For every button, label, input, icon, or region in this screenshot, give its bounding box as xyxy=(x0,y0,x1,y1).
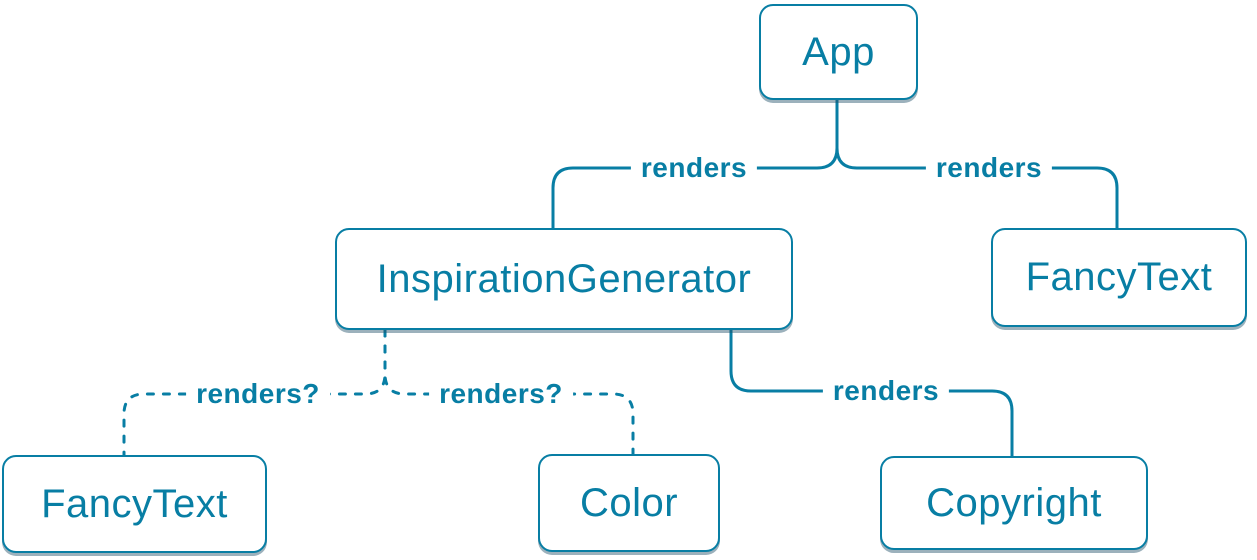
node-fancy-text-top: FancyText xyxy=(991,228,1247,327)
node-inspiration-generator: InspirationGenerator xyxy=(335,228,793,330)
node-app: App xyxy=(759,4,918,100)
edge-label-app-inspiration: renders xyxy=(630,152,758,184)
edge-label-app-fancytext: renders xyxy=(925,152,1053,184)
edge-label-inspiration-fancytext: renders? xyxy=(186,378,330,410)
edge-label-inspiration-color: renders? xyxy=(429,378,573,410)
node-fancy-text-bottom: FancyText xyxy=(2,455,267,553)
node-copyright: Copyright xyxy=(880,456,1148,550)
node-color: Color xyxy=(538,454,720,552)
edge-label-inspiration-copyright: renders xyxy=(822,375,950,407)
edge-inspiration-fancytext-path xyxy=(122,328,387,457)
